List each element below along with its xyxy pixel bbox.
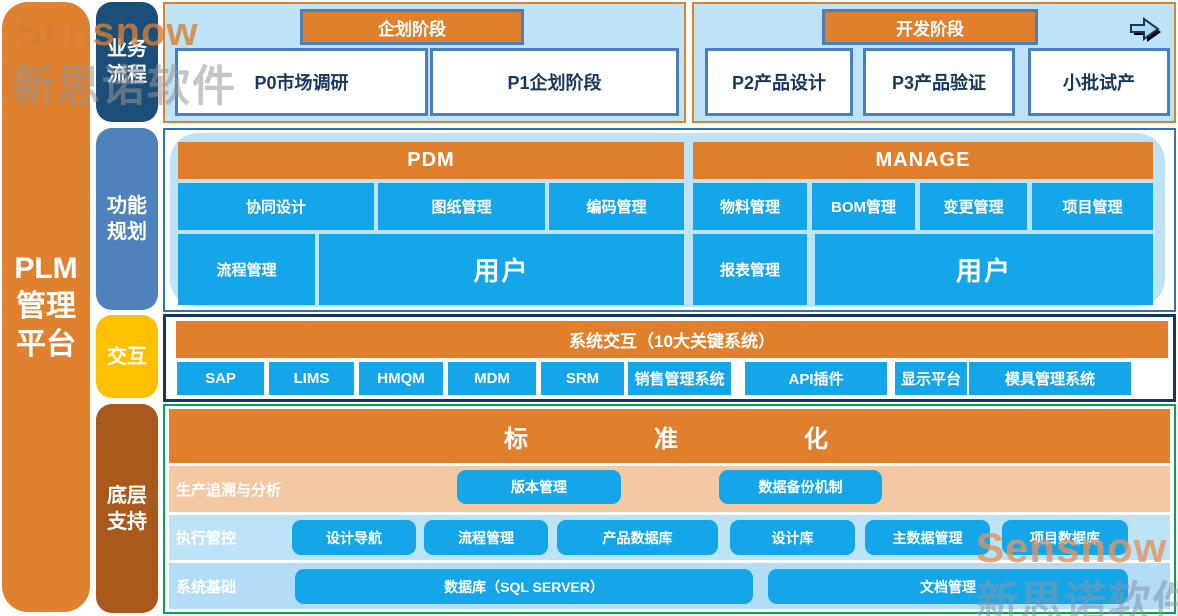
foundation-row-trace: 生产追溯与分析 bbox=[169, 466, 1170, 512]
module-box: 变更管理 bbox=[920, 183, 1027, 230]
planning-phase-header: 企划阶段 bbox=[300, 9, 524, 45]
side-label-interaction: 交互 bbox=[96, 315, 158, 398]
manage-header: MANAGE bbox=[693, 142, 1153, 179]
module-box: 报表管理 bbox=[693, 234, 807, 305]
module-box: BOM管理 bbox=[812, 183, 915, 230]
side-label-line: 规划 bbox=[107, 221, 147, 243]
next-arrow-icon bbox=[1128, 16, 1164, 46]
module-box: 物料管理 bbox=[693, 183, 807, 230]
development-phase-header: 开发阶段 bbox=[822, 9, 1038, 45]
side-label-business-process: 业务 流程 bbox=[96, 2, 158, 122]
system-box: MDM bbox=[448, 362, 536, 395]
phase-box-p2: P2产品设计 bbox=[705, 48, 853, 116]
phase-box-p3: P3产品验证 bbox=[863, 48, 1015, 116]
module-box-user: 用户 bbox=[319, 234, 684, 305]
module-box: 协同设计 bbox=[178, 183, 374, 230]
system-box: LIMS bbox=[269, 362, 354, 395]
side-label-line: 支持 bbox=[107, 510, 147, 533]
platform-title-sidebar: PLM 管理 平台 bbox=[2, 2, 90, 612]
side-label-line: 底层 bbox=[107, 484, 147, 507]
module-box: 项目管理 bbox=[1032, 183, 1153, 230]
foundation-box: 数据备份机制 bbox=[719, 470, 882, 504]
foundation-box: 产品数据库 bbox=[557, 520, 718, 555]
side-label-line: 流程 bbox=[107, 64, 147, 86]
system-box: HMQM bbox=[359, 362, 443, 395]
system-box: 模具管理系统 bbox=[969, 362, 1131, 395]
module-box: 流程管理 bbox=[178, 234, 315, 305]
system-box: 显示平台 bbox=[895, 362, 967, 395]
platform-title-line: 平台 bbox=[16, 328, 76, 361]
foundation-box: 流程管理 bbox=[424, 520, 548, 555]
system-box: SAP bbox=[177, 362, 264, 395]
phase-box-p1: P1企划阶段 bbox=[430, 48, 679, 116]
foundation-box: 版本管理 bbox=[457, 470, 621, 504]
foundation-box: 主数据管理 bbox=[865, 520, 990, 555]
foundation-box: 数据库（SQL SERVER） bbox=[295, 569, 753, 604]
foundation-box: 文档管理 bbox=[768, 569, 1128, 604]
foundation-box: 项目数据库 bbox=[1002, 520, 1128, 555]
platform-title-line: 管理 bbox=[16, 290, 76, 323]
system-box: SRM bbox=[541, 362, 624, 395]
system-box: API插件 bbox=[745, 362, 887, 395]
side-label-function-planning: 功能 规划 bbox=[96, 128, 158, 310]
foundation-row-label: 系统基础 bbox=[176, 578, 237, 596]
side-label-bottom-support: 底层 支持 bbox=[96, 404, 158, 613]
side-label-line: 业务 bbox=[107, 38, 147, 60]
pdm-header: PDM bbox=[178, 142, 684, 179]
platform-title-line: PLM bbox=[14, 252, 78, 285]
module-box-user: 用户 bbox=[815, 234, 1153, 305]
phase-box-p0: P0市场调研 bbox=[175, 48, 428, 116]
foundation-box: 设计导航 bbox=[292, 520, 416, 555]
module-box: 图纸管理 bbox=[378, 183, 545, 230]
phase-box-pilot: 小批试产 bbox=[1028, 48, 1170, 116]
side-label-line: 交互 bbox=[107, 345, 147, 368]
integration-header: 系统交互（10大关键系统） bbox=[176, 321, 1168, 358]
system-box: 销售管理系统 bbox=[628, 362, 731, 395]
foundation-row-label: 执行管控 bbox=[176, 530, 237, 547]
module-box: 编码管理 bbox=[549, 183, 684, 230]
foundation-box: 设计库 bbox=[730, 520, 855, 555]
foundation-row-label: 生产追溯与分析 bbox=[176, 481, 282, 499]
standardization-header: 标准化 bbox=[169, 409, 1170, 463]
side-label-line: 功能 bbox=[107, 195, 147, 217]
